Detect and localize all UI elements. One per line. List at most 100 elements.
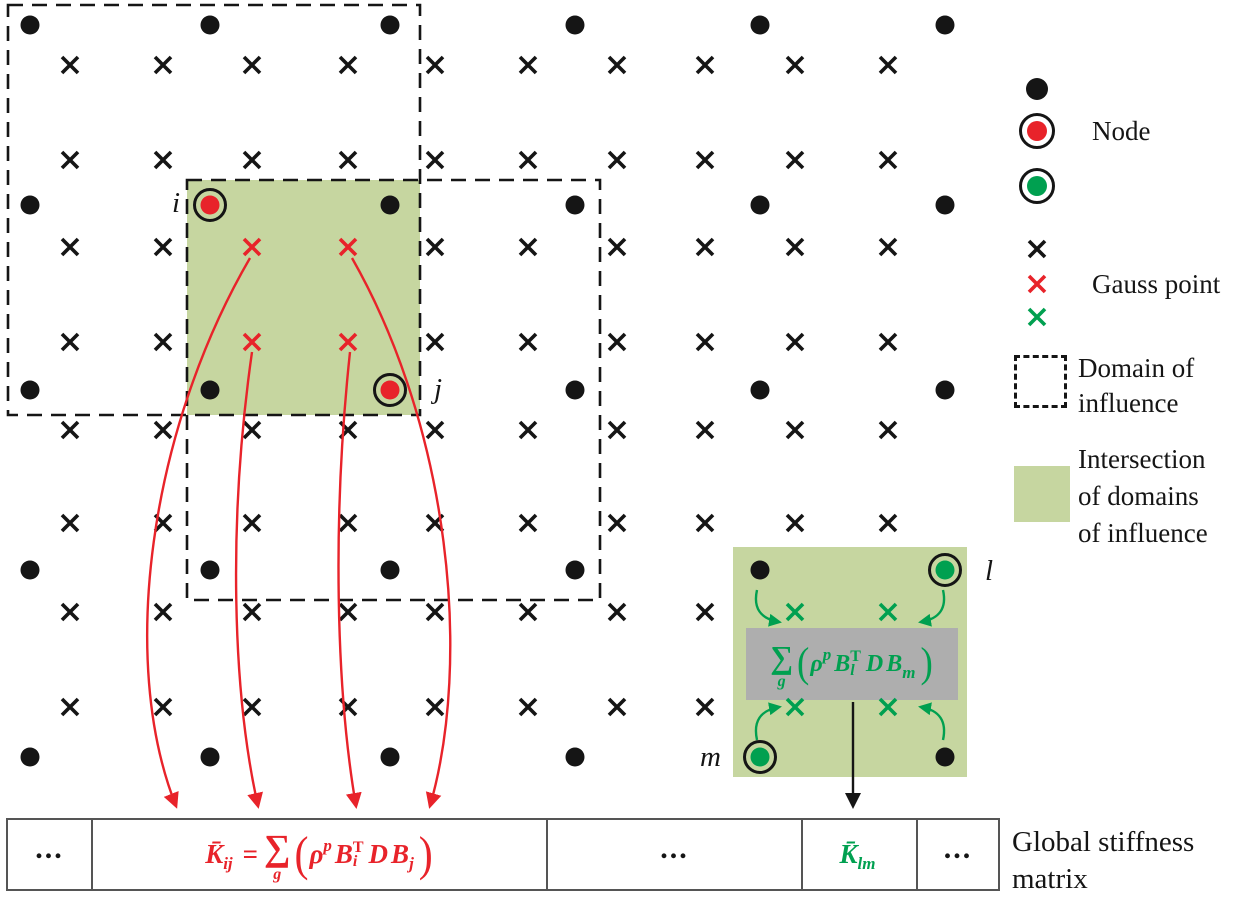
gauss-point-icon [60,513,80,533]
matrix-cell-dots: ... [8,820,93,889]
gauss-point-icon [242,602,262,622]
gauss-point-icon [338,332,358,352]
rho-symbol: ρ [810,650,823,677]
node-dot-icon [565,380,585,400]
green-arrow-4 [918,702,946,741]
green-arrows [754,589,946,741]
gauss-point-icon [878,55,898,75]
gauss-point-icon [785,513,805,533]
green-arrow-2 [918,589,946,627]
b-matrix: B [886,650,903,677]
node-dot-icon [565,747,585,767]
node-m [750,747,770,767]
node-marker-green-icon [1019,168,1055,204]
red-arrow-3 [337,351,362,809]
gauss-point-icon [695,513,715,533]
red-arrow-4 [350,257,452,809]
gauss-point-icon [153,237,173,257]
grid-layer [20,15,962,774]
gauss-point-icon [518,602,538,622]
gauss-point-icon [878,237,898,257]
node-dot-icon [200,15,220,35]
node-dot-icon [750,195,770,215]
gauss-point-icon [607,420,627,440]
b-subscript: l [850,662,855,679]
node-dot-icon [750,380,770,400]
gauss-point-icon [338,602,358,622]
gauss-point-icon [338,513,358,533]
node-dot-icon [935,195,955,215]
domain-of-influence-swatch [1014,355,1067,408]
node-dot-icon [935,380,955,400]
node-dot-icon [20,380,40,400]
gauss-point-icon [60,150,80,170]
gauss-marker-black-icon [1027,239,1047,259]
gauss-point-icon [785,55,805,75]
node-ring-j [373,373,407,407]
intersection-swatch [1014,466,1070,522]
node-dot-icon [380,195,400,215]
red-arrow-2 [234,351,263,809]
gauss-point-icon [60,55,80,75]
global-matrix-label-line: matrix [1012,863,1088,895]
red-arrow-1 [146,257,252,809]
gauss-point-icon [242,513,262,533]
summation: ∑g [770,641,793,690]
gauss-point-icon [425,697,445,717]
gauss-point-icon [242,55,262,75]
b-matrix: B [334,839,353,869]
gauss-point-icon [338,55,358,75]
matrix-cell-dots: ... [548,820,803,889]
gauss-point-icon [518,237,538,257]
gauss-point-icon [60,332,80,352]
node-dot-icon [565,560,585,580]
global-matrix-label-line: Global stiffness [1012,826,1195,858]
kbar-symbol: K̄ [205,839,224,869]
node-dot-icon [935,747,955,767]
label-node-l: l [985,555,994,587]
b-subscript: i [352,852,358,870]
label-node-j: j [434,373,443,405]
matrix-cell-dots: ... [943,831,973,865]
node-dot-icon [200,747,220,767]
gauss-point-icon [425,332,445,352]
gauss-point-icon [518,420,538,440]
gauss-point-icon [242,332,262,352]
node-dot-icon [565,15,585,35]
gauss-point-icon [695,237,715,257]
gauss-point-icon [607,237,627,257]
node-dot-icon [380,15,400,35]
gauss-point-icon [878,420,898,440]
label-node-i: i [172,187,181,219]
gauss-point-icon [785,150,805,170]
node-marker-red-icon [1019,113,1055,149]
domain-of-influence-j [185,178,602,602]
b-matrix: B [391,839,410,869]
gauss-point-icon [425,420,445,440]
node-dot-icon [380,560,400,580]
red-arrows [146,257,452,809]
node-dot-icon [750,15,770,35]
legend-node-label: Node [1092,116,1151,146]
legend-domain-line: influence [1078,388,1179,418]
gauss-point-icon [518,332,538,352]
d-matrix: D [368,839,389,869]
kbar-subscript: lm [857,853,876,873]
gauss-point-icon [425,602,445,622]
gauss-point-icon [425,237,445,257]
green-arrow-1 [754,589,782,627]
node-ring-i [193,188,227,222]
gauss-point-icon [695,697,715,717]
gauss-point-icon [607,697,627,717]
legend-domain-label: Domain of influence [1078,351,1194,421]
node-dot-icon [565,195,585,215]
rho-exponent: p [822,645,832,664]
red-node-dot-icon [1027,121,1047,141]
legend-intersection-line: Intersection [1078,444,1206,474]
legend-gauss-label: Gauss point [1092,269,1221,299]
